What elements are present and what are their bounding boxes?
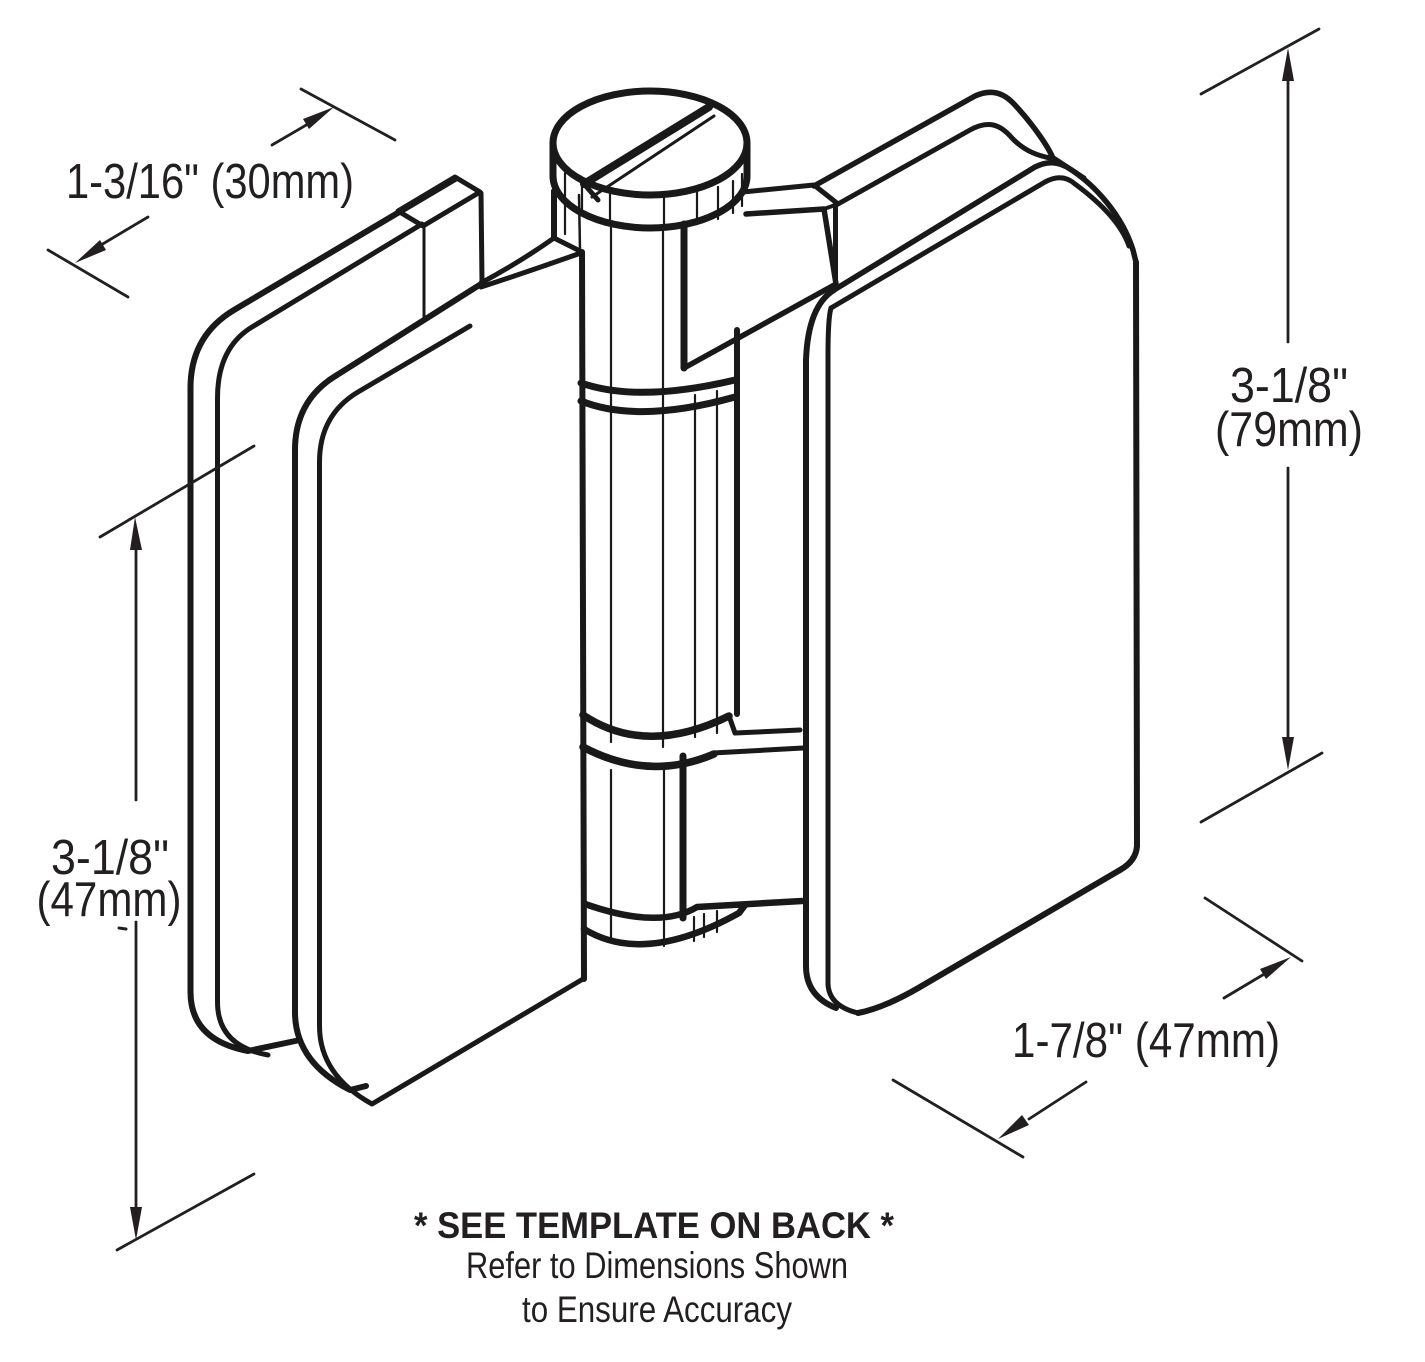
- svg-text:1-3/16" (30mm): 1-3/16" (30mm): [66, 154, 354, 209]
- svg-text:Refer to Dimensions Shown: Refer to Dimensions Shown: [466, 1245, 848, 1286]
- svg-text:to Ensure Accuracy: to Ensure Accuracy: [522, 1289, 792, 1330]
- svg-text:(79mm): (79mm): [1215, 402, 1363, 457]
- svg-text:1-7/8" (47mm): 1-7/8" (47mm): [1012, 1013, 1280, 1068]
- svg-text:(47mm): (47mm): [37, 872, 182, 927]
- svg-text:3-1/8": 3-1/8": [51, 830, 169, 885]
- svg-text:3-1/8": 3-1/8": [1230, 358, 1348, 413]
- svg-text:* SEE TEMPLATE ON BACK *: * SEE TEMPLATE ON BACK *: [414, 1204, 894, 1246]
